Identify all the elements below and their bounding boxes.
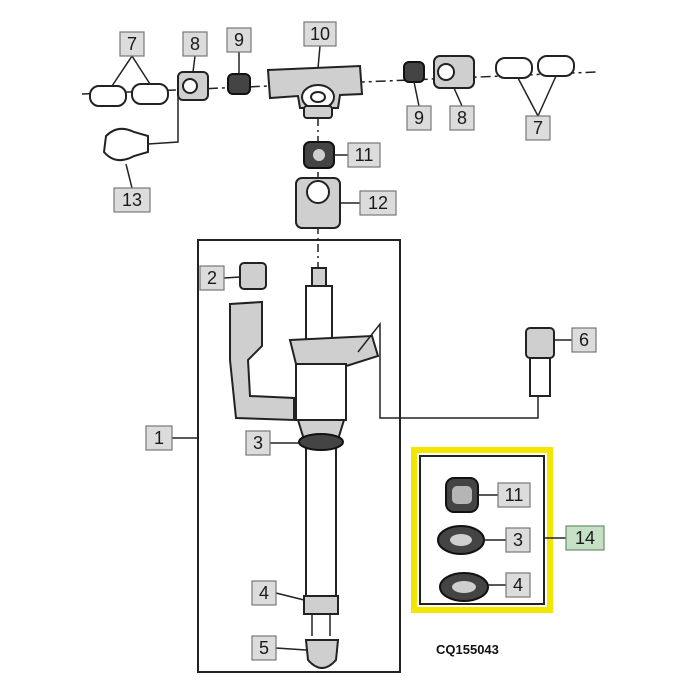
callout-5-text: 5	[259, 638, 269, 658]
leak-off-bolt	[525, 327, 555, 397]
callout-8-left-text: 8	[190, 34, 200, 54]
callout-12: 12	[359, 190, 397, 216]
hose-piece-right-2	[537, 55, 575, 77]
callout-1: 1	[145, 425, 173, 451]
callout-7-left-text: 7	[127, 34, 137, 54]
callout-7-right-text: 7	[533, 118, 543, 138]
callout-6: 6	[571, 327, 597, 353]
hose-piece-right-1	[495, 57, 533, 79]
tee-connector	[266, 64, 364, 119]
injector-assembly-frame	[197, 239, 401, 673]
callout-11-top-text: 11	[355, 145, 374, 165]
blanking-cap	[102, 92, 179, 162]
callout-14-kit: 14	[565, 525, 605, 551]
callout-4-injector: 4	[251, 580, 277, 606]
callout-7-right: 7	[525, 115, 551, 141]
leader-lines	[111, 45, 572, 651]
callout-11-top: 11	[347, 142, 381, 168]
callout-13-text: 13	[122, 190, 142, 210]
callout-2: 2	[199, 265, 225, 291]
callout-8-right: 8	[449, 105, 475, 131]
union-nut	[295, 177, 341, 229]
callout-3-injector: 3	[245, 430, 271, 456]
copper-washer	[298, 433, 344, 451]
figure-code: CQ155043	[436, 642, 499, 657]
kit-seal-ring	[445, 477, 479, 513]
nozzle-tip	[304, 639, 340, 669]
callout-3-kit: 3	[505, 527, 531, 553]
callout-8-left: 8	[182, 31, 208, 57]
callout-1-text: 1	[154, 428, 164, 448]
callout-13: 13	[113, 187, 151, 213]
callout-11-kit: 11	[497, 482, 531, 508]
callout-5: 5	[251, 635, 277, 661]
callout-2-text: 2	[207, 268, 217, 288]
injector-body	[288, 267, 380, 636]
callout-12-text: 12	[368, 193, 388, 213]
hose-piece-left-2	[131, 83, 169, 105]
callout-9-right-text: 9	[414, 108, 424, 128]
cap-nut-small	[239, 262, 267, 290]
callout-4-kit-text: 4	[513, 575, 523, 595]
callout-14-kit-text: 14	[575, 528, 595, 548]
seal-kit-frame	[419, 455, 545, 605]
callout-3-injector-text: 3	[253, 433, 263, 453]
callout-4-injector-text: 4	[259, 583, 269, 603]
callout-10-text: 10	[310, 24, 330, 44]
callout-11-kit-text: 11	[505, 485, 524, 505]
callout-6-text: 6	[579, 330, 589, 350]
seal-kit-highlight	[411, 447, 553, 613]
seal-washer-left	[227, 73, 251, 95]
callout-10: 10	[303, 21, 337, 47]
leak-off-line	[81, 55, 597, 162]
callout-4-kit: 4	[505, 572, 531, 598]
callout-7-left: 7	[119, 31, 145, 57]
callout-9-left-text: 9	[234, 30, 244, 50]
hose-piece-left-1	[89, 85, 127, 107]
callout-9-left: 9	[226, 27, 252, 53]
seal-washer-right	[403, 61, 425, 83]
callout-3-kit-text: 3	[513, 530, 523, 550]
leak-off-pipe	[229, 300, 295, 422]
callout-8-right-text: 8	[457, 108, 467, 128]
callout-9-right: 9	[406, 105, 432, 131]
